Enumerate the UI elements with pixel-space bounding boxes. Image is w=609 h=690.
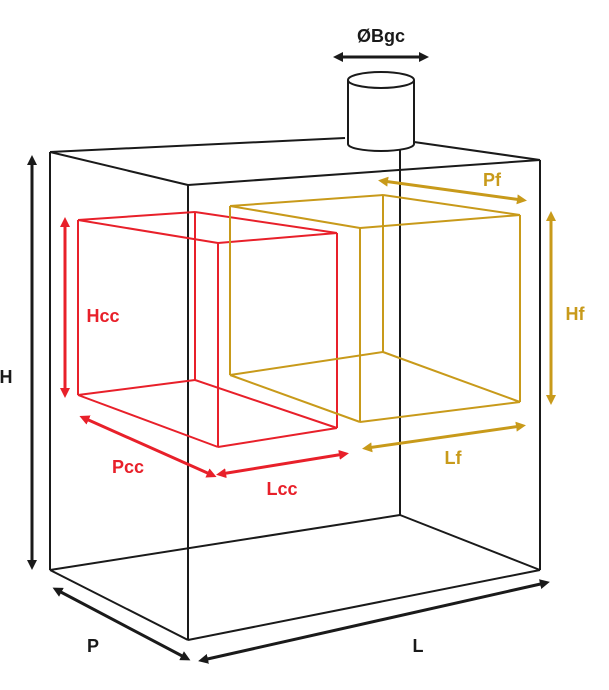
chimney-cylinder [347,71,415,152]
height-label: H [0,367,13,387]
depth-label: P [87,636,99,656]
gold-length-label: Lf [445,448,463,468]
gold-depth-arrow [378,176,527,205]
gold-height-label: Hf [566,304,586,324]
red-length-arrow [216,449,349,479]
chimney-label: ØBgc [357,26,405,46]
red-length-label: Lcc [266,479,297,499]
depth-arrow [52,587,191,661]
red-depth-arrow [79,415,217,478]
gold-box [229,194,521,423]
gold-length-arrow [362,421,526,453]
length-arrow [198,579,550,664]
red-box [77,211,338,448]
length-label: L [413,636,424,656]
red-depth-label: Pcc [112,457,144,477]
red-height-label: Hcc [86,306,119,326]
gold-depth-label: Pf [483,170,502,190]
